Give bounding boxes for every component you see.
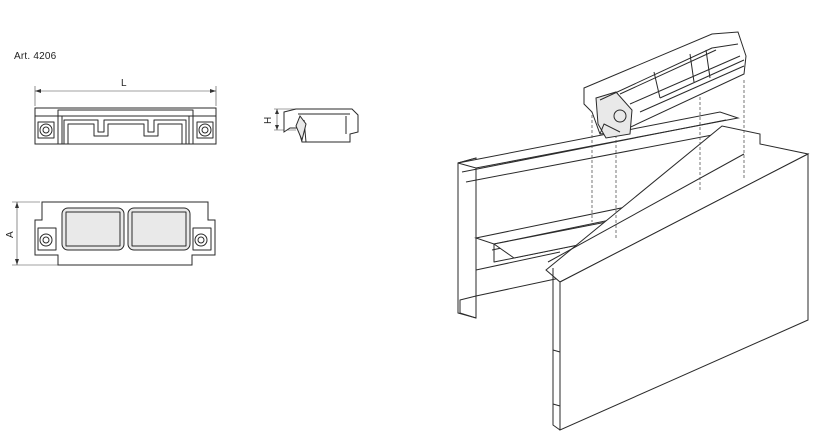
top-view <box>12 201 216 266</box>
profile-isometric-view <box>457 80 810 431</box>
article-label: Art. 4206 <box>14 51 57 62</box>
front-view <box>34 86 217 145</box>
side-view <box>274 108 359 143</box>
connector-part <box>583 31 747 139</box>
dimension-label-length: L <box>121 78 127 89</box>
